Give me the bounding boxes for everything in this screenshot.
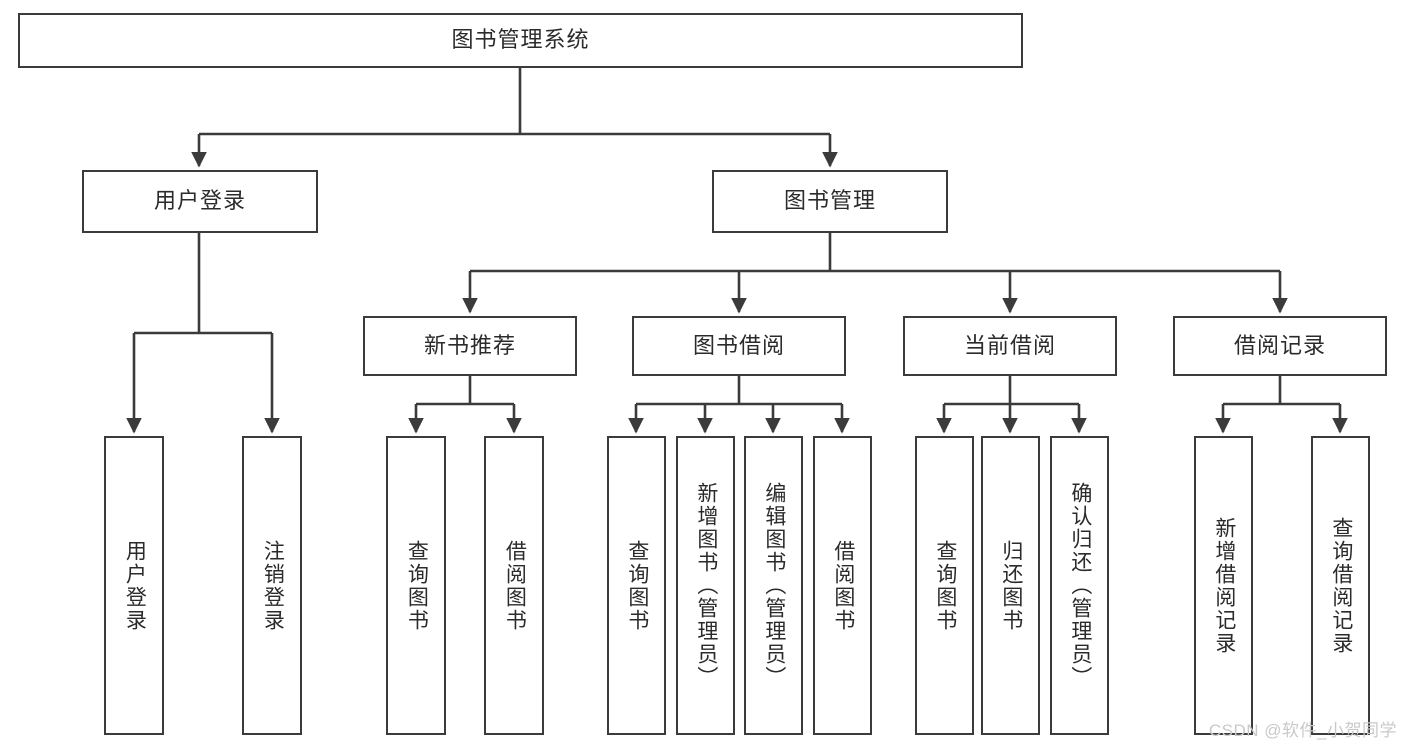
node-root-system[interactable]: 图书管理系统 [18,13,1023,68]
node-label: 新增图书（管理员） [694,482,718,689]
leaf-user-login[interactable]: 用户登录 [104,436,164,735]
leaf-borrow-book[interactable]: 借阅图书 [813,436,872,735]
leaf-query-borrow-record[interactable]: 查询借阅记录 [1311,436,1370,735]
node-book-management[interactable]: 图书管理 [712,170,948,233]
leaf-return-book[interactable]: 归还图书 [981,436,1040,735]
node-label: 图书管理系统 [451,27,590,53]
node-label: 编辑图书（管理员） [762,482,786,689]
leaf-borrow-book-new[interactable]: 借阅图书 [484,436,544,735]
node-label: 借阅记录 [1233,332,1326,358]
node-label: 用户登录 [123,539,147,632]
node-label: 查询图书 [933,539,957,632]
node-current-borrow[interactable]: 当前借阅 [903,316,1117,376]
node-label: 归还图书 [999,539,1023,632]
node-label: 当前借阅 [963,332,1056,358]
node-borrow-record[interactable]: 借阅记录 [1173,316,1387,376]
leaf-confirm-return-admin[interactable]: 确认归还（管理员） [1050,436,1109,735]
node-label: 图书借阅 [692,332,785,358]
node-label: 确认归还（管理员） [1068,482,1092,689]
node-label: 借阅图书 [831,539,855,632]
node-user-login[interactable]: 用户登录 [82,170,318,233]
leaf-edit-book-admin[interactable]: 编辑图书（管理员） [744,436,803,735]
leaf-query-book-current[interactable]: 查询图书 [915,436,974,735]
leaf-logout[interactable]: 注销登录 [242,436,302,735]
leaf-query-book-borrow[interactable]: 查询图书 [607,436,666,735]
node-label: 图书管理 [783,188,876,214]
node-label: 注销登录 [261,539,285,632]
node-label: 查询图书 [625,539,649,632]
leaf-query-book-new[interactable]: 查询图书 [386,436,446,735]
node-label: 查询借阅记录 [1329,516,1353,655]
node-label: 新增借阅记录 [1212,516,1236,655]
node-book-borrow[interactable]: 图书借阅 [632,316,846,376]
node-label: 借阅图书 [503,539,527,632]
leaf-add-book-admin[interactable]: 新增图书（管理员） [676,436,735,735]
node-label: 查询图书 [405,539,429,632]
leaf-add-borrow-record[interactable]: 新增借阅记录 [1194,436,1253,735]
node-label: 新书推荐 [423,332,516,358]
node-label: 用户登录 [153,188,246,214]
node-new-book-recommend[interactable]: 新书推荐 [363,316,577,376]
